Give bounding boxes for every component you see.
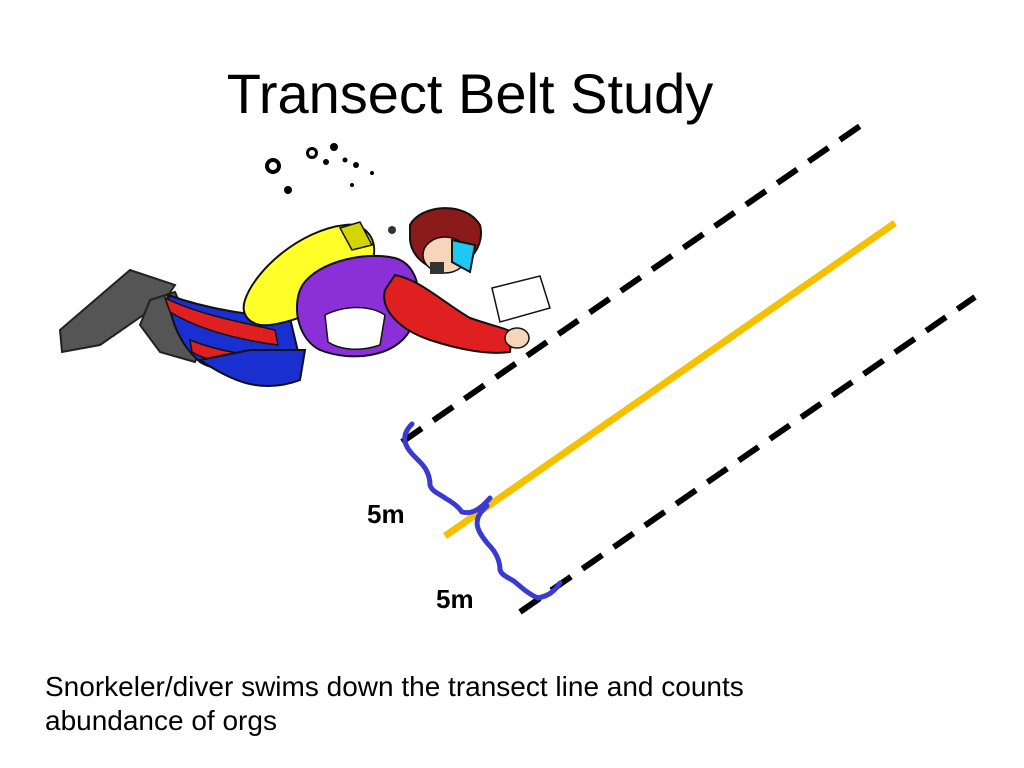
upper-distance-label: 5m (367, 501, 405, 527)
transect-line (445, 223, 895, 536)
upper-belt-boundary (402, 126, 860, 442)
lower-distance-label: 5m (436, 586, 474, 612)
diver-illustration (60, 143, 550, 386)
upper-distance-brace (405, 424, 490, 513)
lower-distance-brace (477, 506, 560, 598)
slide-caption: Snorkeler/diver swims down the transect … (45, 670, 825, 738)
air-bubbles-icon (265, 143, 374, 194)
lower-belt-boundary (520, 297, 975, 612)
